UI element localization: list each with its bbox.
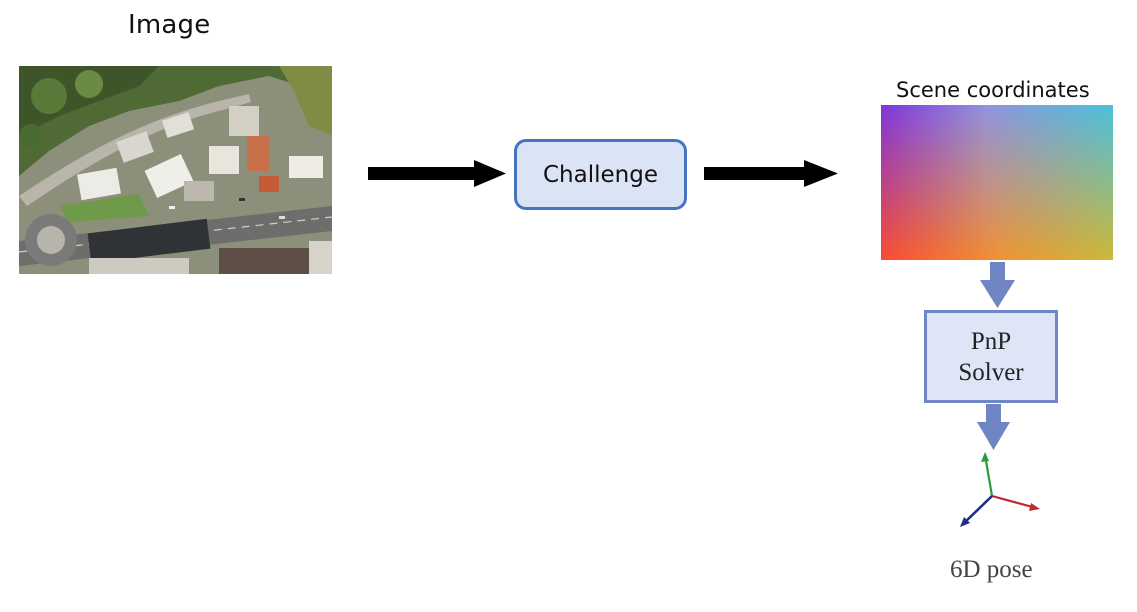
arrow-challenge-to-scene [704, 160, 838, 187]
pnp-solver-box: PnP Solver [924, 310, 1058, 403]
scene-coordinates-label: Scene coordinates [896, 78, 1090, 102]
pose-label: 6D pose [950, 556, 1033, 583]
aerial-photo [19, 66, 332, 274]
solver-label: Solver [958, 358, 1024, 386]
pnp-label: PnP [970, 327, 1012, 355]
arrow-image-to-challenge [368, 160, 506, 187]
scene-coordinates-map [881, 105, 1113, 260]
arrow-scene-to-pnp [980, 262, 1015, 308]
arrow-pnp-to-pose [977, 404, 1010, 450]
challenge-box: Challenge [514, 139, 687, 210]
challenge-label: Challenge [543, 161, 658, 188]
coordinate-axes-icon [960, 452, 1040, 527]
image-label: Image [128, 10, 211, 40]
